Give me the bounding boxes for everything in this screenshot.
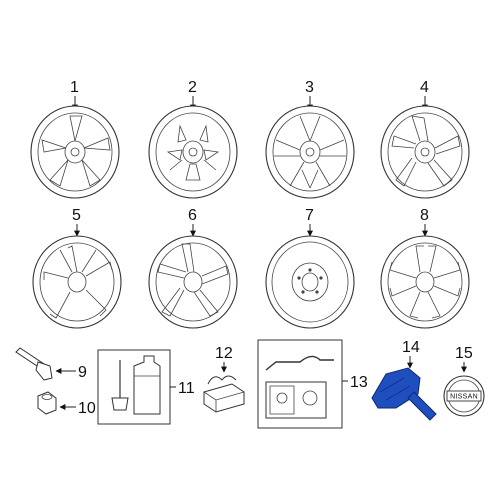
part-number-10: 10 xyxy=(78,400,96,417)
wheel-2[interactable]: 2 xyxy=(148,79,238,199)
part-number-11: 11 xyxy=(178,380,195,397)
emblem-text: NISSAN xyxy=(450,394,478,401)
part-number-1: 1 xyxy=(70,79,79,96)
wheel-4[interactable]: 4 xyxy=(380,79,470,199)
sensor-valve xyxy=(407,391,437,421)
compressor-kit-part-13[interactable]: 13 xyxy=(257,339,368,429)
wheel-6[interactable]: 6 xyxy=(148,207,238,329)
part-number-7: 7 xyxy=(305,207,314,224)
part-number-5: 5 xyxy=(72,207,81,224)
valve-nut-part-10[interactable]: 10 xyxy=(37,391,96,417)
sealant-kit-part-11[interactable]: 11 xyxy=(97,349,195,425)
wheel-3[interactable]: 3 xyxy=(265,79,355,199)
sensor-kit-part-12[interactable]: 12 xyxy=(203,345,245,413)
tpms-sensor-part-14[interactable]: 14 xyxy=(371,339,437,421)
valve-stem-part-9[interactable]: 9 xyxy=(15,347,87,381)
part-number-8: 8 xyxy=(420,207,429,224)
part-number-9: 9 xyxy=(78,364,87,381)
emblem-part-15[interactable]: 15 NISSAN xyxy=(443,345,485,417)
wheel-5[interactable]: 5 xyxy=(32,207,122,329)
wheel-8[interactable]: 8 xyxy=(380,207,470,329)
part-number-13: 13 xyxy=(350,374,368,391)
part-number-2: 2 xyxy=(188,79,197,96)
wheel-7-spare[interactable]: 7 xyxy=(265,207,355,329)
part-number-15: 15 xyxy=(455,345,473,362)
part-number-4: 4 xyxy=(420,79,429,96)
part-number-3: 3 xyxy=(305,79,314,96)
part-number-12: 12 xyxy=(215,345,233,362)
wheel-1[interactable]: 1 xyxy=(30,79,120,199)
part-number-6: 6 xyxy=(188,207,197,224)
part-number-14: 14 xyxy=(402,339,420,356)
